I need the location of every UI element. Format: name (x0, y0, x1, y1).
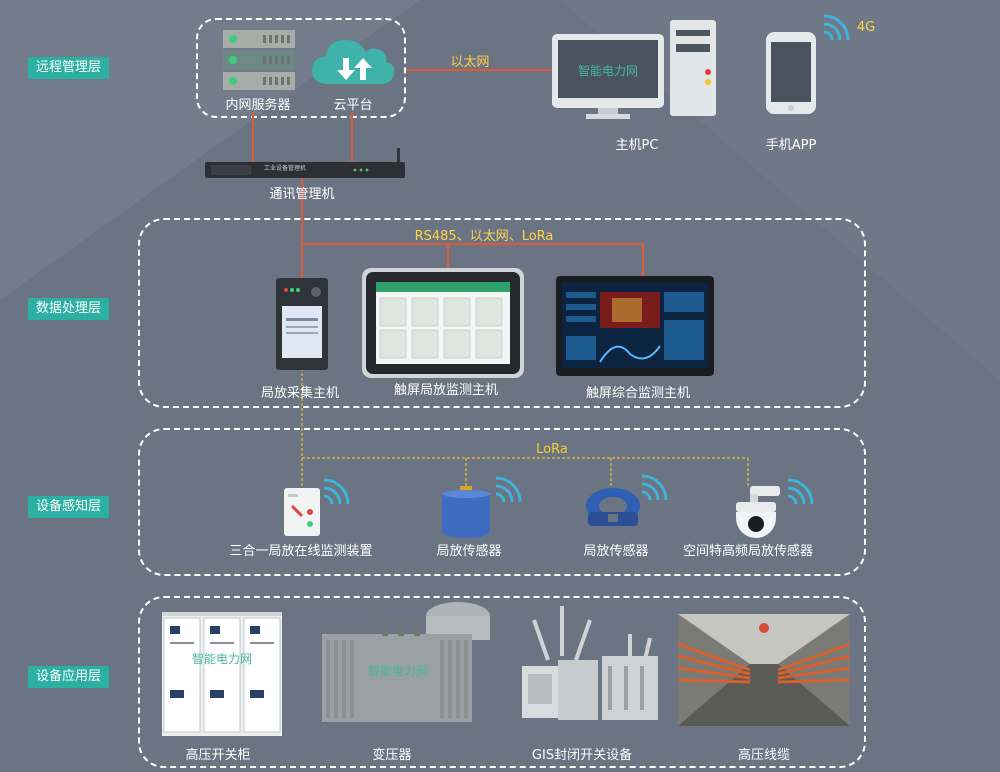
wifi-icon (323, 478, 350, 504)
remote-group-box (196, 18, 406, 118)
collector-label: 局放采集主机 (260, 386, 340, 401)
data-layer-box (138, 218, 866, 408)
switchgear-icon (162, 612, 282, 736)
pd-sensor-icon (442, 486, 490, 538)
signal-label: 4G (856, 20, 876, 35)
touch-all-label: 触屏综合监测主机 (585, 386, 691, 401)
three-in-one-label: 三合一局放在线监测装置 (229, 544, 373, 559)
touch-pd-label: 触屏局放监测主机 (393, 383, 499, 398)
phone-icon (766, 32, 816, 114)
comm-manager-plate: 工业设备管理机 (263, 165, 307, 172)
layer-tag-data: 数据处理层 (28, 298, 110, 320)
phone-label: 手机APP (765, 138, 817, 153)
touch-pd-host-icon (362, 268, 524, 378)
server-label: 内网服务器 (225, 98, 291, 113)
uhf-sensor-icon (736, 486, 780, 538)
switchgear-watermark: 智能电力网 (191, 652, 253, 666)
server-icon (223, 30, 295, 90)
cable-label: 高压线缆 (737, 748, 791, 763)
ethernet-label: 以太网 (450, 55, 490, 70)
cable-tunnel-icon (678, 614, 850, 726)
cloud-label: 云平台 (333, 98, 373, 113)
lora-label: LoRa (536, 442, 568, 457)
cloud-icon (312, 40, 395, 84)
sensing-layer-box (138, 428, 866, 576)
collector-icon (276, 278, 328, 370)
layer-tag-application: 设备应用层 (28, 666, 110, 688)
transformer-icon (322, 602, 490, 722)
wifi-icon (823, 14, 850, 40)
wifi-icon (495, 476, 522, 502)
gis-label: GIS封闭开关设备 (531, 748, 633, 763)
comm-manager-label: 通讯管理机 (269, 187, 335, 202)
transformer-label: 变压器 (372, 748, 412, 763)
rs485-label: RS485、以太网、LoRa (414, 229, 554, 244)
three-in-one-device-icon (284, 488, 320, 536)
pd-sensor-label-1: 局放传感器 (436, 544, 502, 559)
gis-icon (522, 606, 658, 720)
layer-tag-remote: 远程管理层 (28, 57, 110, 79)
ct-sensor-icon (586, 488, 640, 526)
pc-label: 主机PC (615, 138, 659, 153)
switchgear-label: 高压开关柜 (185, 748, 251, 763)
comm-manager-icon (205, 148, 405, 178)
uhf-sensor-label: 空间特高频局放传感器 (682, 544, 814, 559)
wifi-icon (641, 474, 668, 500)
pc-screen-logo: 智能电力网 (577, 64, 639, 78)
touch-all-host-icon (556, 276, 714, 376)
application-layer-box (138, 596, 866, 768)
wifi-icon (787, 478, 814, 504)
pc-icon (552, 20, 716, 119)
pd-sensor-label-2: 局放传感器 (583, 544, 649, 559)
layer-tag-sensing: 设备感知层 (28, 496, 110, 518)
transformer-watermark: 智能电力网 (367, 664, 429, 678)
